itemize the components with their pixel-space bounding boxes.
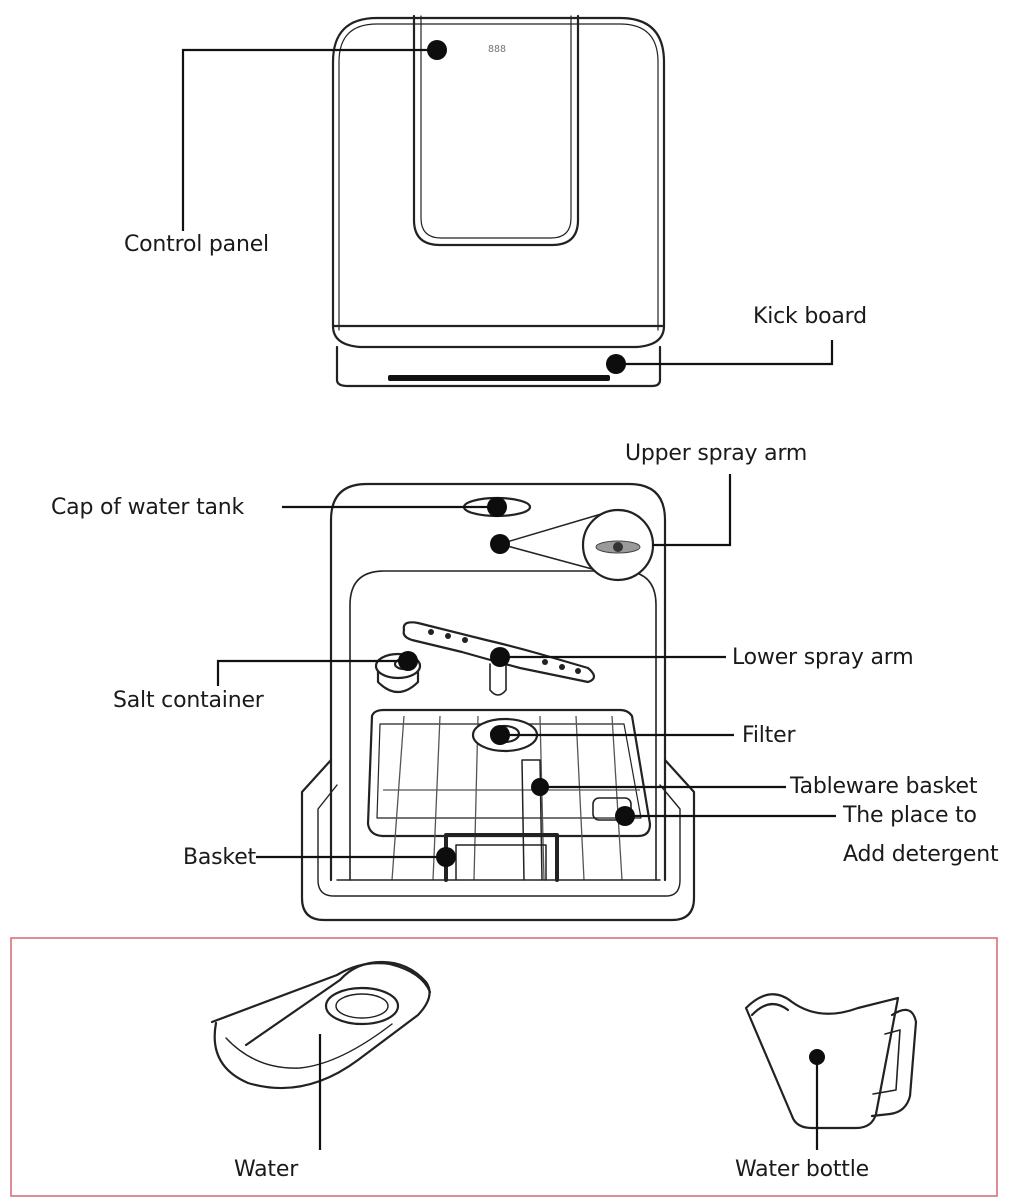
label-lower-spray-arm: Lower spray arm [732, 645, 914, 670]
kick-board-marker [606, 354, 626, 374]
open-door-tray [300, 758, 696, 922]
label-upper-spray-arm: Upper spray arm [625, 441, 808, 466]
upper-spray-arm-zoom [499, 508, 655, 582]
label-water-bottle: Water bottle [735, 1157, 869, 1182]
control-panel-leader [181, 48, 437, 231]
detergent-marker [615, 806, 635, 826]
filter-marker [490, 725, 510, 745]
label-filter: Filter [742, 723, 796, 748]
lower-spray-arm-marker [490, 647, 510, 667]
label-tableware-basket: Tableware basket [790, 774, 978, 799]
accessories-frame [10, 937, 998, 1197]
label-detergent-line2: Add detergent [843, 842, 999, 867]
upper-spray-arm-leader [652, 474, 732, 547]
salt-container-leader [216, 659, 408, 686]
upper-spray-arm-marker [490, 534, 510, 554]
salt-container-marker [398, 651, 418, 671]
label-kick-board: Kick board [753, 304, 867, 329]
water-tank-cap-marker [487, 497, 507, 517]
label-detergent-line1: The place to [843, 803, 977, 828]
kick-board-leader [616, 340, 834, 366]
water-bottle-part [744, 993, 918, 1130]
label-control-panel: Control panel [124, 232, 269, 257]
dishwasher-front-view: 888 [331, 14, 666, 388]
label-basket: Basket [183, 845, 256, 870]
label-salt-container: Salt container [113, 688, 264, 713]
basket-marker [436, 847, 456, 867]
label-water: Water [234, 1157, 299, 1182]
display-readout: 888 [488, 44, 506, 55]
tableware-basket-marker [531, 778, 549, 796]
control-panel-marker [427, 40, 447, 60]
water-funnel-part [210, 960, 432, 1090]
control-panel-door [412, 14, 580, 247]
label-cap-of-water-tank: Cap of water tank [51, 495, 245, 520]
water-bottle-marker [809, 1049, 825, 1065]
kick-board-base [331, 324, 666, 388]
